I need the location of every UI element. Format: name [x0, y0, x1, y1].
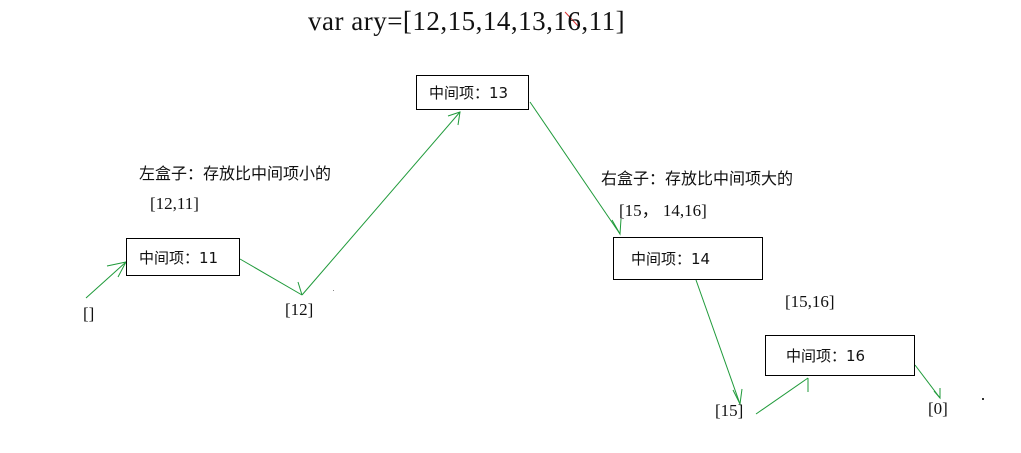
array-left-group: [12,11] [150, 194, 199, 213]
speck [982, 398, 984, 400]
pivot-box-13: 中间项：13 [416, 75, 529, 110]
arrowhead-12-tick [297, 281, 303, 296]
line-11-to-12 [239, 258, 303, 296]
pivot-box-11: 中间项：11 [126, 238, 240, 276]
line-12-to-13 [301, 111, 461, 296]
pivot-box-label: 中间项：16 [786, 347, 866, 365]
arrowhead-14 [611, 218, 622, 236]
array-fifteen: [15] [715, 401, 744, 420]
pivot-box-14: 中间项：14 [613, 237, 763, 280]
array-right-group: [15， 14,16] [619, 201, 707, 220]
array-right2-group: [15,16] [785, 292, 835, 311]
array-twelve: [12] [285, 300, 314, 319]
arrowhead-0 [933, 388, 941, 400]
line-empty-to-11 [85, 261, 127, 299]
array-empty: [] [83, 304, 95, 323]
left-box-caption: 左盒子：存放比中间项小的 [139, 164, 332, 183]
pivot-box-label: 中间项：11 [139, 248, 219, 267]
pivot-box-16: 中间项：16 [765, 335, 915, 376]
arrowhead-13 [447, 111, 461, 126]
right-box-caption: 右盒子：存放比中间项大的 [601, 169, 794, 188]
pivot-box-label: 中间项：13 [429, 84, 509, 102]
line-15-to-16 [755, 377, 809, 415]
title-tick-mark [564, 11, 579, 27]
arrowhead-15 [732, 388, 743, 406]
line-13-to-14 [529, 101, 621, 235]
page-title: var ary=[12,15,14,13,16,11] [308, 6, 626, 36]
speck [333, 290, 334, 291]
array-zero: [0] [928, 399, 948, 418]
line-14-to-15 [695, 279, 741, 405]
pivot-box-label: 中间项：14 [631, 250, 711, 268]
